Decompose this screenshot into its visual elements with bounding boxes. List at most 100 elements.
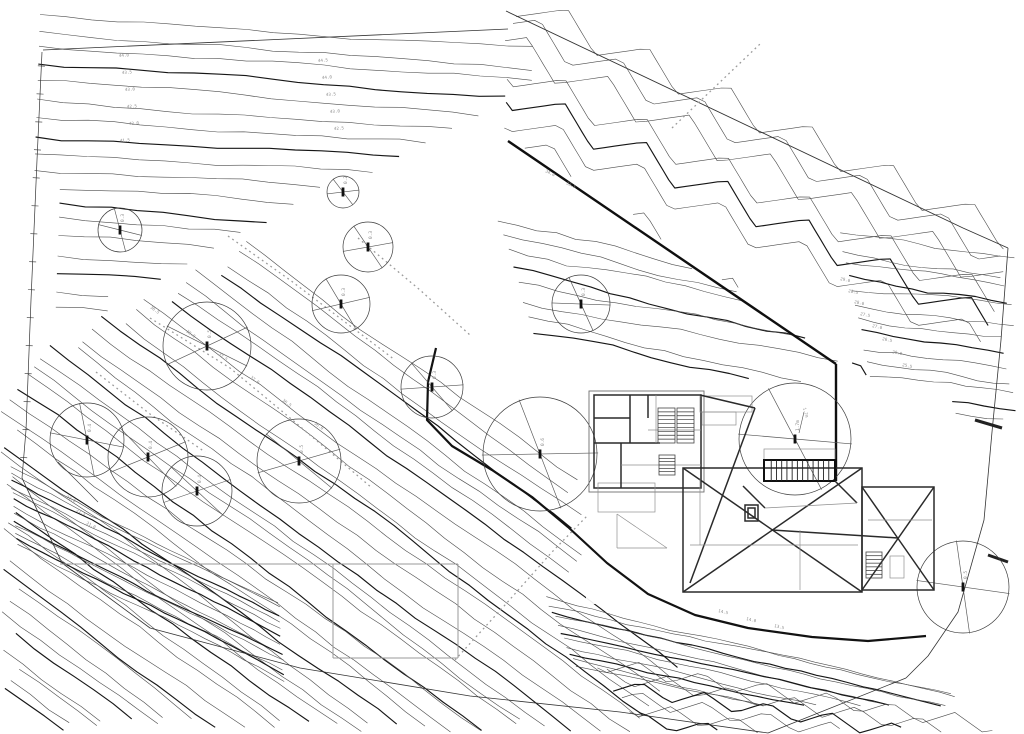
- deck-railing: [763, 459, 836, 482]
- boundary-layer: [20, 10, 1009, 734]
- tree-canopy-circle: [738, 382, 852, 496]
- contour-elevation-label: 37.0: [249, 375, 260, 385]
- east-retaining-step-a: [974, 418, 1003, 430]
- tree-size-label: 0.4: [87, 424, 93, 432]
- building-pad: [586, 386, 948, 604]
- tree-canopy-circle: [326, 175, 360, 209]
- porch-north-inner: [701, 411, 737, 426]
- tree-trunk-mark: [366, 242, 370, 252]
- wall-line: [861, 486, 935, 591]
- dashed-chain-layer: [95, 43, 761, 661]
- west-fence: [21, 51, 43, 479]
- roof-east-wing: [861, 486, 935, 591]
- contour-elevation-label: 38.0: [185, 329, 196, 339]
- tree-canopy-circle: [482, 396, 598, 512]
- tree-trunk-mark: [341, 187, 345, 197]
- contours-below-house: [546, 596, 955, 707]
- tree-trunk-mark: [538, 449, 542, 459]
- tree-trunk-mark: [430, 382, 434, 392]
- tree-canopy-circle: [551, 274, 611, 334]
- tree-trunk-mark: [195, 486, 199, 496]
- tree-trunk-mark: [118, 225, 122, 235]
- tree-size-label: 0.3: [120, 214, 126, 222]
- wall-line: [771, 529, 899, 539]
- contour-elevation-label: 14.0: [746, 616, 757, 623]
- dashed-survey-chain: [357, 237, 471, 336]
- north-line: [42, 28, 509, 51]
- tree-trunk-mark: [579, 299, 583, 309]
- tree-trunk-mark: [85, 435, 89, 445]
- contour-elevation-label: 21.0: [86, 520, 98, 529]
- tree-size-label: 0.5: [299, 445, 305, 453]
- contour-elevation-label: 27.0: [872, 323, 883, 330]
- contours-topright-zigzag: [504, 10, 1004, 376]
- tree-size-label: 0.4: [197, 475, 203, 483]
- contour-elevation-label: 28.5: [848, 288, 859, 295]
- chimney-outer: [744, 504, 759, 522]
- wall-line: [742, 485, 766, 509]
- building-pad-layer: [586, 386, 948, 604]
- tree-size-label: 0.3: [432, 371, 438, 379]
- tree-trunk-mark: [961, 582, 965, 592]
- tree-trunk-mark: [205, 341, 209, 351]
- fence-tick: [20, 456, 28, 459]
- contour-elevation-label: 33.5: [566, 180, 578, 189]
- dashed-survey-chain: [95, 371, 206, 453]
- dashed-survey-chain: [149, 317, 373, 489]
- tree-trunk-mark: [297, 456, 301, 466]
- contour-elevation-label: 28.0: [854, 299, 865, 306]
- retaining-wall: [425, 347, 927, 643]
- contour-elevation-label: 38.5: [149, 305, 160, 315]
- tree-canopy-circle: [49, 402, 125, 478]
- tree-size-label: 1.7m: [795, 420, 801, 431]
- stair-hatch: [865, 551, 883, 579]
- contour-elevation-label: 42.5: [127, 103, 138, 109]
- tree-symbol: 0.6: [481, 396, 599, 512]
- contour-layer: [0, 10, 1016, 734]
- stair-hatch: [657, 407, 676, 444]
- tree-trunk-mark: [146, 452, 150, 462]
- contour-elevation-label: 37.5: [217, 352, 228, 362]
- tree-symbol: 0.2: [326, 175, 360, 209]
- tree-trunk-mark: [339, 299, 343, 309]
- wall-line: [616, 513, 668, 549]
- stair-hatch: [658, 454, 676, 476]
- contour-elevation-label: 43.0: [330, 108, 341, 114]
- wall-line: [699, 394, 756, 409]
- tree-symbol: 0.3: [311, 274, 371, 334]
- tree-size-label: 0.4: [148, 441, 154, 449]
- tree-trunk-mark: [793, 434, 797, 444]
- tree-size-label: 0.3: [368, 231, 374, 239]
- tree-size-label: 0.5: [207, 330, 213, 338]
- elevation-label-layer: 44.043.543.042.542.041.544.544.043.543.0…: [66, 52, 914, 630]
- corner-diagonal: [57, 461, 99, 503]
- window-east: [889, 555, 905, 579]
- tree-leader: [798, 411, 805, 434]
- tree-layer: 0.5 0.4 0.4 0.5 0.3 0.3 0.2 0.3 0.6 0.3 1.7m 0.5 0.4…: [49, 175, 1010, 634]
- tree-canopy-circle: [161, 455, 233, 527]
- contour-elevation-label: 25.5: [902, 362, 913, 369]
- tree-size-label: 0.5: [963, 571, 969, 579]
- tree-symbol: 0.3: [551, 274, 611, 334]
- contour-elevation-label: 42.5: [334, 125, 345, 131]
- tree-canopy-circle: [256, 418, 342, 504]
- contour-elevation-label: 43.5: [122, 69, 133, 75]
- east-retaining-step-b: [987, 553, 1009, 564]
- wall-line: [764, 502, 858, 509]
- boundary-thick-diagonal: [507, 140, 837, 365]
- stair-hatch: [676, 407, 695, 444]
- tree-symbol: 0.3: [342, 221, 394, 273]
- tree-canopy-circle: [916, 540, 1010, 634]
- dashed-survey-chain: [671, 43, 761, 129]
- dashed-survey-chain: [227, 235, 396, 361]
- east-edge: [905, 247, 1009, 679]
- tree-canopy-circle: [311, 274, 371, 334]
- contour-elevation-label: 14.5: [718, 608, 729, 615]
- tree-canopy-circle: [400, 355, 464, 419]
- annex-west: [597, 482, 656, 513]
- contour-elevation-label: 27.5: [860, 311, 871, 318]
- floorplan-outline-offset: [588, 390, 705, 493]
- contours-topleft-band: [34, 14, 533, 312]
